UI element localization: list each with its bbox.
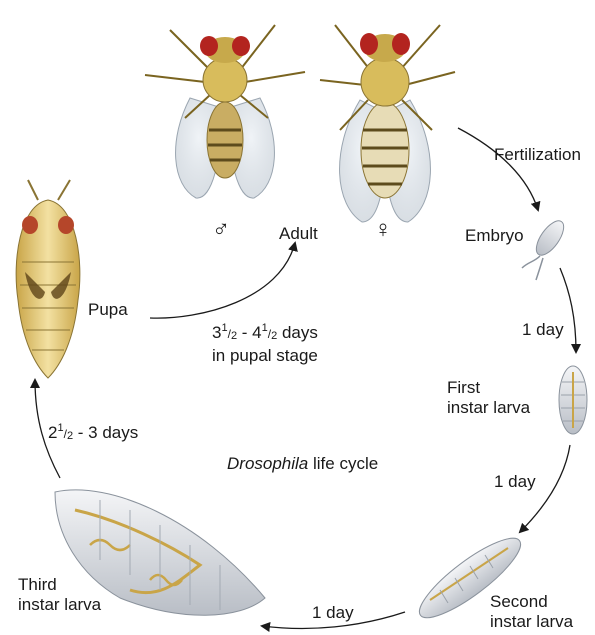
second-instar-label: Second instar larva <box>490 592 573 632</box>
pupa-to-adult-duration: 31/2 - 41/2 days in pupal stage <box>212 318 318 366</box>
pupa-illustration <box>16 180 80 378</box>
arrow-pupa-to-adult <box>150 243 295 318</box>
adult-label: Adult <box>279 224 318 244</box>
second-to-third-duration: 1 day <box>312 603 354 623</box>
embryo-illustration <box>522 216 569 280</box>
pupa-label: Pupa <box>88 300 128 320</box>
male-fly-illustration <box>145 25 305 198</box>
embryo-to-first-duration: 1 day <box>522 320 564 340</box>
first-instar-label: First instar larva <box>447 378 530 418</box>
male-symbol: ♂ <box>212 218 230 242</box>
female-symbol: ♀ <box>374 218 392 242</box>
arrow-fertilization <box>458 128 538 210</box>
female-fly-illustration <box>320 25 455 222</box>
diagram-title: Drosophila life cycle <box>227 454 378 474</box>
first-to-second-duration: 1 day <box>494 472 536 492</box>
first-instar-larva-illustration <box>559 366 587 434</box>
third-instar-label: Third instar larva <box>18 575 101 615</box>
embryo-label: Embryo <box>465 226 524 246</box>
third-to-pupa-duration: 21/2 - 3 days <box>48 418 138 446</box>
fertilization-label: Fertilization <box>494 145 581 165</box>
